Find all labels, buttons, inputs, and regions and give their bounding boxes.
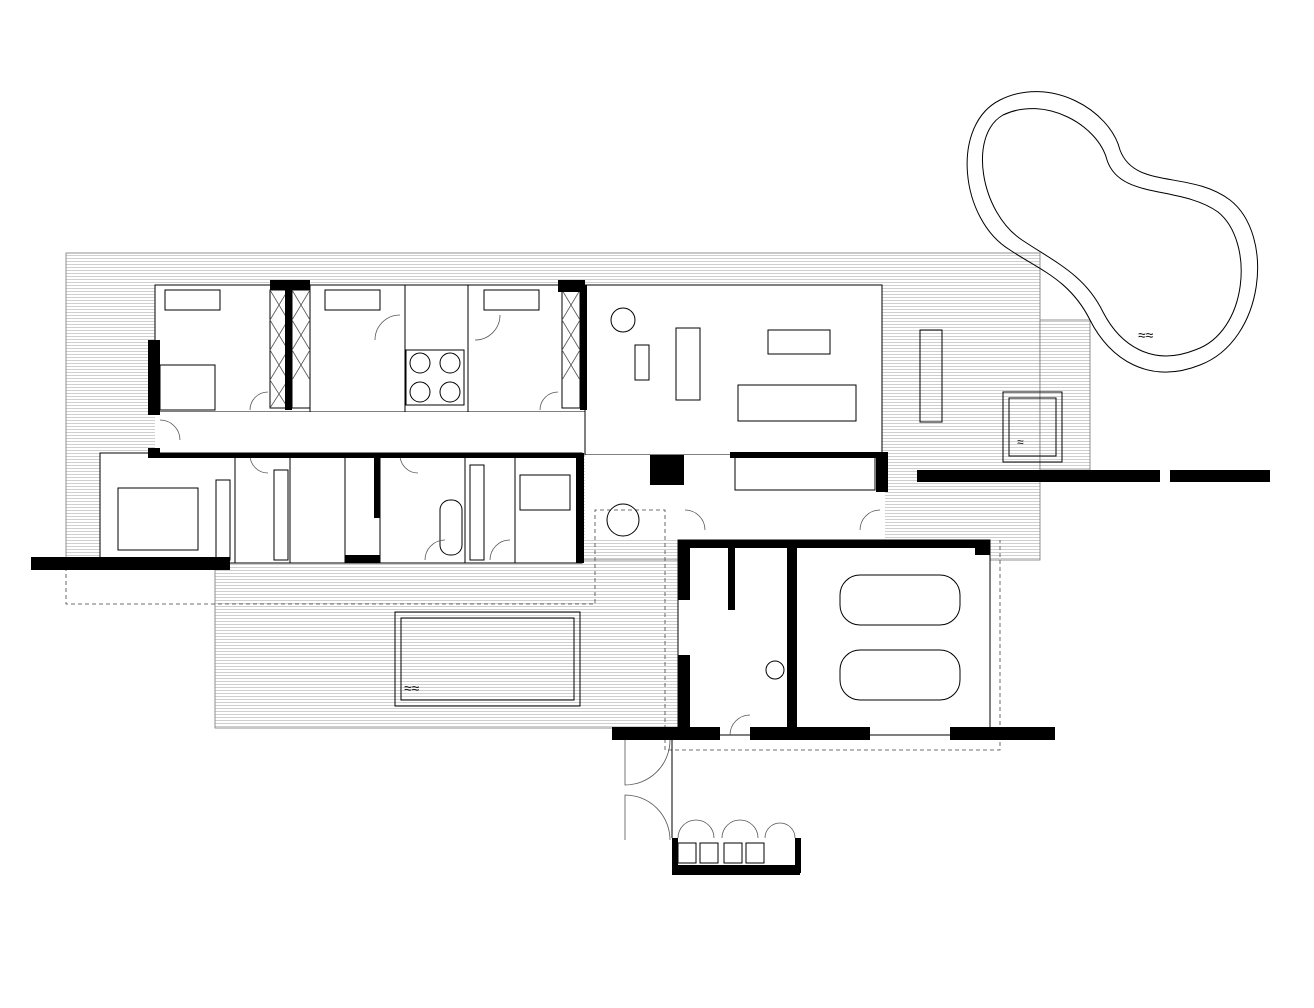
water-wave-icon: ≈≈ (1138, 327, 1154, 343)
water-wave-icon: ≈≈ (404, 680, 420, 696)
water-wave-icon: ≈ (1017, 435, 1024, 449)
swimming-pool: ≈≈ (394, 611, 581, 707)
bedroom-wing-north (154, 284, 586, 413)
terrace-deck-lower (214, 559, 681, 729)
furniture (117, 289, 961, 701)
hot-tub: ≈ (1002, 391, 1063, 463)
kidney-pool: ≈≈ (966, 91, 1258, 373)
bedroom-wing-south (99, 452, 583, 564)
walls (31, 280, 1270, 875)
bin-storage (671, 740, 765, 864)
terrace-deck-east (885, 455, 995, 540)
utility-block (677, 539, 991, 736)
corridor (155, 412, 585, 453)
terrace-deck-pool-side (1039, 319, 1091, 471)
